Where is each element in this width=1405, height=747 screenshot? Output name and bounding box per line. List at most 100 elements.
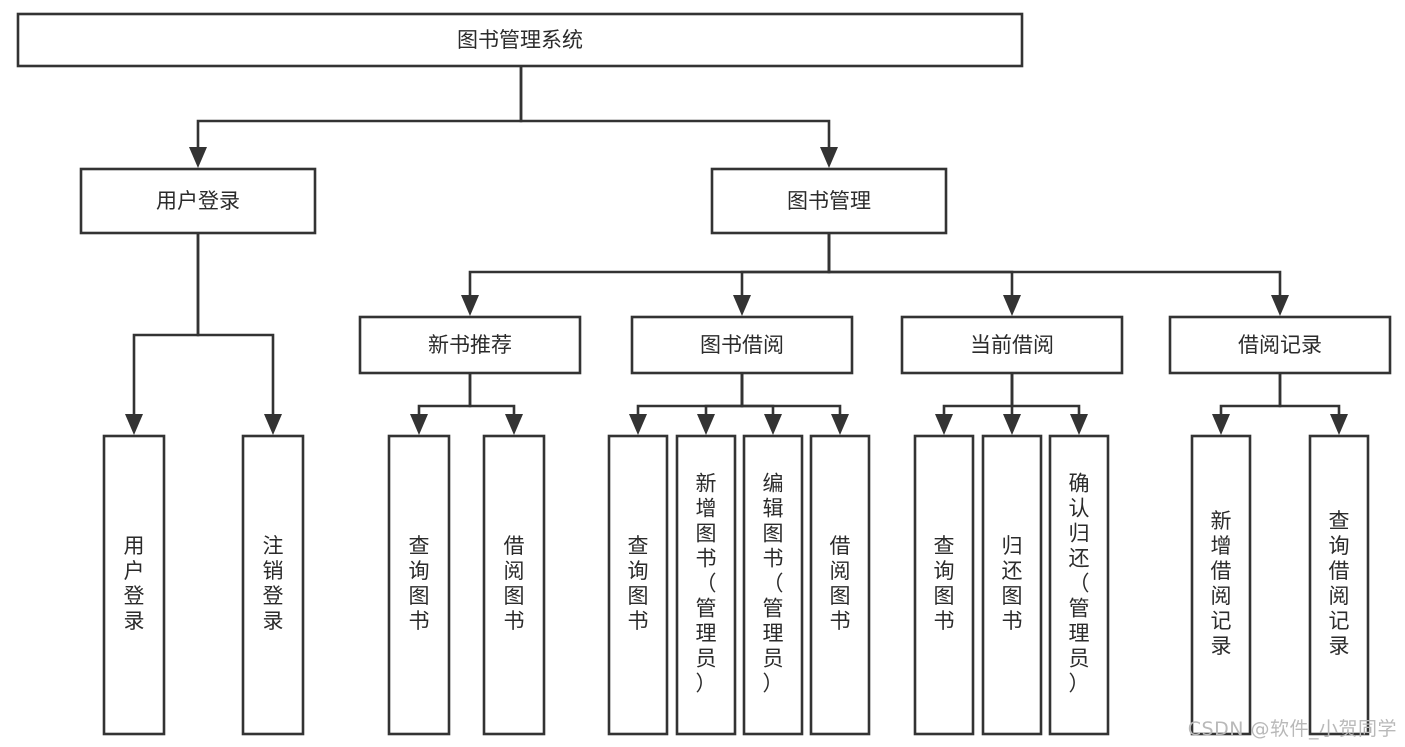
node-leaf-logout[interactable]: 注销登录 [241, 434, 305, 736]
arrow-head-icon [1070, 414, 1088, 435]
node-label: 图书借阅 [700, 333, 784, 357]
node-leaf-user-login[interactable]: 用户登录 [102, 434, 166, 736]
connector-book-borrow-to-leaf-add-book [697, 373, 744, 435]
node-box [102, 434, 166, 736]
node-new-book-recommend[interactable]: 新书推荐 [358, 315, 582, 375]
connector-root-to-book-manage [519, 66, 838, 168]
connector-line [417, 373, 472, 420]
node-box [387, 434, 451, 736]
node-box [742, 434, 804, 736]
arrow-head-icon [697, 414, 715, 435]
connector-root-to-user-login [189, 66, 523, 168]
connector-current-borrow-to-leaf-confirm-return [1010, 373, 1088, 435]
node-leaf-add-book[interactable]: 新增图书（管理员） [675, 434, 737, 736]
node-user-login[interactable]: 用户登录 [79, 167, 317, 235]
node-box [1308, 434, 1370, 736]
node-label: 归还图书 [1002, 534, 1023, 633]
connector-line [636, 373, 744, 420]
node-box [710, 167, 948, 235]
arrow-head-icon [733, 295, 751, 316]
connector-line [1219, 373, 1282, 420]
node-root[interactable]: 图书管理系统 [16, 12, 1024, 68]
node-label: 图书管理 [787, 189, 871, 213]
node-label: 新书推荐 [428, 333, 512, 357]
connector-line [468, 373, 516, 420]
connector-line [827, 233, 1282, 301]
node-box [79, 167, 317, 235]
connector-line [1010, 373, 1081, 420]
node-box [809, 434, 871, 736]
node-leaf-query-book-3[interactable]: 查询图书 [913, 434, 975, 736]
node-box [981, 434, 1043, 736]
node-label: 借阅图书 [504, 534, 525, 633]
arrow-head-icon [820, 147, 838, 168]
arrow-head-icon [1330, 414, 1348, 435]
node-book-borrow[interactable]: 图书借阅 [630, 315, 854, 375]
node-box [900, 315, 1124, 375]
connector-user-login-to-leaf-user-login [125, 233, 200, 435]
node-box [16, 12, 1024, 68]
node-box [675, 434, 737, 736]
arrow-head-icon [505, 414, 523, 435]
connector-new-book-recommend-to-leaf-query-book-1 [410, 373, 472, 435]
connector-line [704, 373, 744, 420]
node-label: 查询图书 [409, 534, 430, 633]
node-box [630, 315, 854, 375]
connector-book-manage-to-new-book-recommend [461, 233, 831, 316]
node-leaf-query-borrow-record[interactable]: 查询借阅记录 [1308, 434, 1370, 736]
node-borrow-record[interactable]: 借阅记录 [1168, 315, 1392, 375]
node-leaf-borrow-book-1[interactable]: 借阅图书 [482, 434, 546, 736]
connector-line [196, 233, 275, 420]
node-leaf-add-borrow-record[interactable]: 新增借阅记录 [1190, 434, 1252, 736]
node-label: 用户登录 [156, 189, 240, 213]
node-current-borrow[interactable]: 当前借阅 [900, 315, 1124, 375]
node-label: 编辑图书（管理员） [763, 472, 784, 696]
connector-line [942, 373, 1014, 420]
connector-new-book-recommend-to-leaf-borrow-book-1 [468, 373, 523, 435]
node-leaf-return-book[interactable]: 归还图书 [981, 434, 1043, 736]
csdn-watermark: CSDN @软件_小贺同学 [1187, 718, 1397, 740]
connector-book-manage-to-borrow-record [827, 233, 1289, 316]
connector-borrow-record-to-leaf-query-borrow-record [1278, 373, 1348, 435]
node-label: 查询图书 [628, 534, 649, 633]
arrow-head-icon [410, 414, 428, 435]
node-box [482, 434, 546, 736]
node-label: 新增图书（管理员） [696, 472, 717, 696]
node-box [913, 434, 975, 736]
node-box [1168, 315, 1392, 375]
arrow-head-icon [125, 414, 143, 435]
node-box [1048, 434, 1110, 736]
node-label: 确认归还（管理员） [1069, 472, 1090, 696]
node-leaf-confirm-return[interactable]: 确认归还（管理员） [1048, 434, 1110, 736]
arrow-head-icon [1271, 295, 1289, 316]
arrow-head-icon [935, 414, 953, 435]
node-label: 新增借阅记录 [1211, 509, 1232, 658]
node-book-manage[interactable]: 图书管理 [710, 167, 948, 235]
node-leaf-query-book-1[interactable]: 查询图书 [387, 434, 451, 736]
node-label: 图书管理系统 [457, 28, 583, 52]
node-box [607, 434, 669, 736]
connector-book-borrow-to-leaf-query-book-2 [629, 373, 744, 435]
connector-book-manage-to-book-borrow [733, 233, 831, 316]
node-leaf-borrow-book-2[interactable]: 借阅图书 [809, 434, 871, 736]
node-label: 查询借阅记录 [1329, 509, 1350, 658]
arrow-head-icon [1003, 414, 1021, 435]
node-leaf-query-book-2[interactable]: 查询图书 [607, 434, 669, 736]
arrow-head-icon [831, 414, 849, 435]
arrow-head-icon [461, 295, 479, 316]
connector-user-login-to-leaf-logout [196, 233, 282, 435]
connector-line [196, 66, 523, 153]
connector-line [827, 233, 1014, 301]
connector-current-borrow-to-leaf-query-book-3 [935, 373, 1014, 435]
arrow-head-icon [1212, 414, 1230, 435]
connector-line [132, 233, 200, 420]
arrow-head-icon [1003, 295, 1021, 316]
node-layer: 图书管理系统用户登录图书管理新书推荐图书借阅当前借阅借阅记录用户登录注销登录查询… [16, 12, 1392, 736]
connector-line [740, 373, 842, 420]
arrow-head-icon [189, 147, 207, 168]
arrow-head-icon [764, 414, 782, 435]
node-box [1190, 434, 1252, 736]
node-leaf-edit-book[interactable]: 编辑图书（管理员） [742, 434, 804, 736]
